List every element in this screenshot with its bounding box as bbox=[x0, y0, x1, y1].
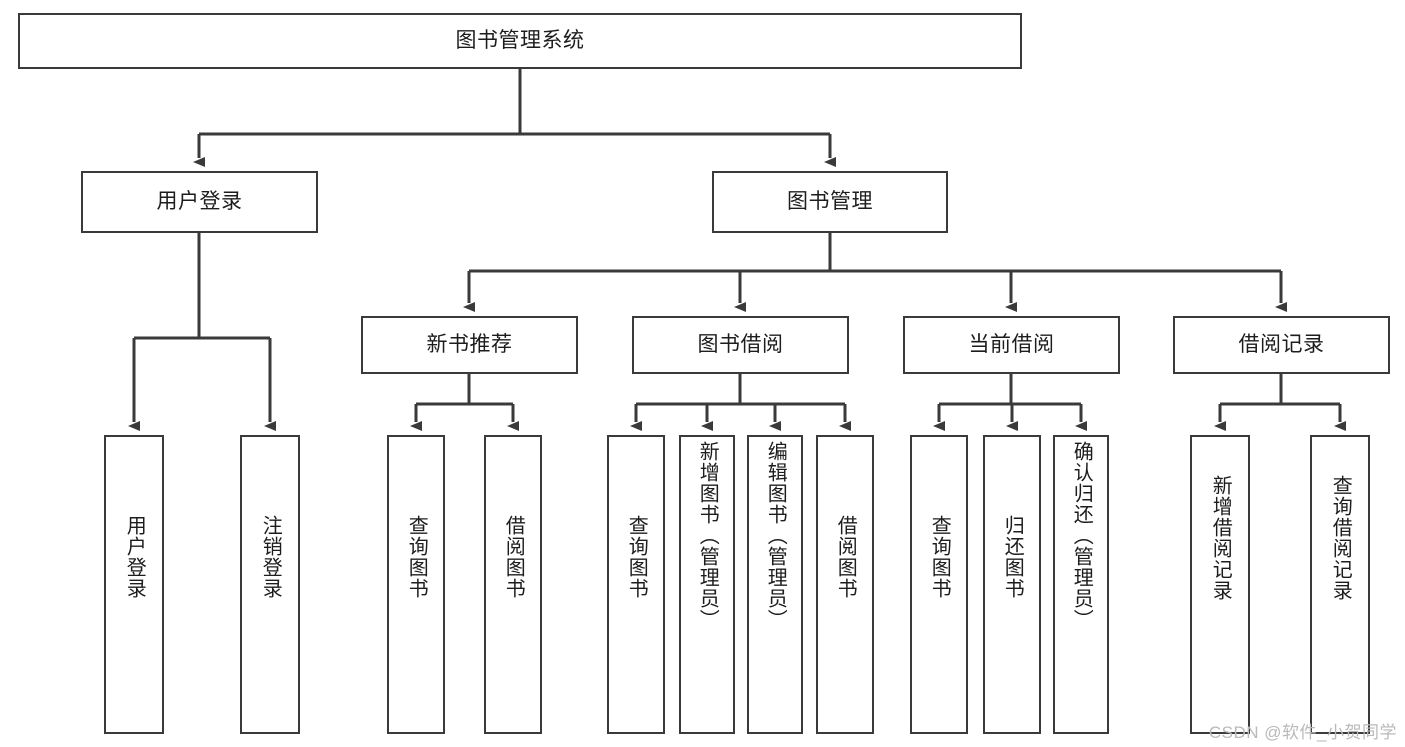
node-leaf-borrow-book-2[interactable]: 借阅图书 bbox=[816, 435, 874, 734]
node-book-borrow[interactable]: 图书借阅 bbox=[632, 316, 849, 374]
node-new-book-rec[interactable]: 新书推荐 bbox=[361, 316, 578, 374]
node-root[interactable]: 图书管理系统 bbox=[18, 13, 1022, 69]
node-leaf-add-book-label: 新增图书（管理员） bbox=[696, 441, 719, 630]
node-book-manage-label: 图书管理 bbox=[787, 190, 873, 214]
node-leaf-return-book-label: 归还图书 bbox=[1001, 515, 1024, 599]
node-leaf-borrow-book-2-label: 借阅图书 bbox=[834, 515, 857, 599]
node-user-login[interactable]: 用户登录 bbox=[81, 171, 318, 233]
node-leaf-query-record[interactable]: 查询借阅记录 bbox=[1310, 435, 1370, 734]
node-leaf-query-book-3[interactable]: 查询图书 bbox=[910, 435, 968, 734]
node-book-manage[interactable]: 图书管理 bbox=[712, 171, 948, 233]
node-leaf-query-book-1-label: 查询图书 bbox=[405, 515, 428, 599]
node-borrow-record-label: 借阅记录 bbox=[1238, 333, 1325, 357]
node-leaf-query-book-2-label: 查询图书 bbox=[625, 515, 648, 599]
node-leaf-query-book-3-label: 查询图书 bbox=[928, 515, 951, 599]
node-leaf-confirm-return[interactable]: 确认归还（管理员） bbox=[1053, 435, 1109, 734]
node-leaf-borrow-book-1-label: 借阅图书 bbox=[502, 515, 525, 599]
node-current-borrow-label: 当前借阅 bbox=[968, 333, 1055, 357]
node-leaf-user-logout-label: 注销登录 bbox=[259, 515, 282, 599]
node-new-book-rec-label: 新书推荐 bbox=[426, 333, 513, 357]
csdn-watermark: CSDN @软件_小贺同学 bbox=[1208, 723, 1397, 742]
node-leaf-return-book[interactable]: 归还图书 bbox=[983, 435, 1041, 734]
node-borrow-record[interactable]: 借阅记录 bbox=[1173, 316, 1390, 374]
node-leaf-query-book-2[interactable]: 查询图书 bbox=[607, 435, 665, 734]
node-leaf-add-record[interactable]: 新增借阅记录 bbox=[1190, 435, 1250, 734]
node-leaf-user-logout[interactable]: 注销登录 bbox=[240, 435, 300, 734]
node-user-login-label: 用户登录 bbox=[156, 190, 243, 214]
node-book-borrow-label: 图书借阅 bbox=[697, 333, 784, 357]
node-root-label: 图书管理系统 bbox=[455, 29, 585, 53]
node-leaf-user-login-label: 用户登录 bbox=[123, 515, 146, 599]
node-leaf-query-book-1[interactable]: 查询图书 bbox=[387, 435, 445, 734]
node-leaf-add-book[interactable]: 新增图书（管理员） bbox=[679, 435, 735, 734]
node-leaf-edit-book[interactable]: 编辑图书（管理员） bbox=[747, 435, 803, 734]
node-leaf-user-login[interactable]: 用户登录 bbox=[104, 435, 164, 734]
node-current-borrow[interactable]: 当前借阅 bbox=[903, 316, 1120, 374]
node-leaf-query-record-label: 查询借阅记录 bbox=[1329, 475, 1352, 601]
node-leaf-add-record-label: 新增借阅记录 bbox=[1209, 475, 1232, 601]
node-leaf-edit-book-label: 编辑图书（管理员） bbox=[764, 441, 787, 630]
node-leaf-borrow-book-1[interactable]: 借阅图书 bbox=[484, 435, 542, 734]
node-leaf-confirm-return-label: 确认归还（管理员） bbox=[1070, 441, 1093, 630]
